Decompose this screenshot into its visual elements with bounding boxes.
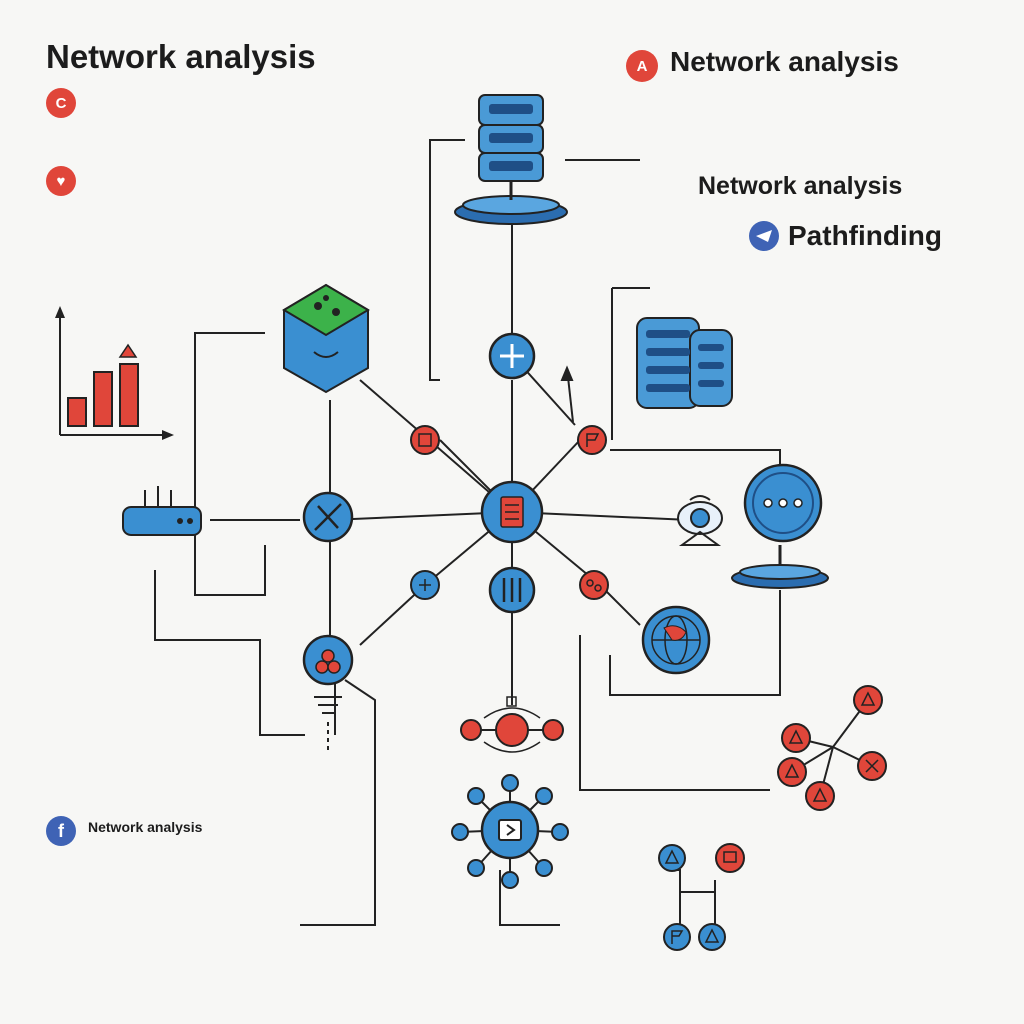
pathfinding-title: Pathfinding xyxy=(788,220,942,251)
small-node-red-upper-left xyxy=(410,425,440,455)
bottom-left-title: Network analysis xyxy=(88,819,203,835)
webcam-icon xyxy=(677,495,723,546)
mini-network-icon xyxy=(658,843,745,951)
green-cube-icon xyxy=(282,283,370,394)
bars-node xyxy=(488,566,536,614)
small-node-blue-lower-left xyxy=(410,570,440,600)
right-title-2: Network analysis xyxy=(698,172,903,200)
right-title-1: Network analysis xyxy=(670,46,899,77)
hub-icon xyxy=(451,774,569,889)
tool-node xyxy=(302,491,354,543)
server-stack-icon xyxy=(454,94,568,225)
router-icon xyxy=(122,486,202,536)
badge-a-icon: A xyxy=(626,50,658,82)
connector-lines xyxy=(154,139,781,926)
bar-chart-icon xyxy=(55,306,174,440)
small-node-red-lower-right xyxy=(579,570,609,600)
people-node xyxy=(302,634,354,750)
chat-bubble-icon xyxy=(731,463,829,589)
plus-node xyxy=(488,332,536,380)
triangle-cluster-icon xyxy=(777,685,887,811)
page-title: Network analysis xyxy=(46,38,316,75)
database-stack-icon xyxy=(636,317,733,409)
globe-icon xyxy=(641,605,711,675)
facebook-icon: f xyxy=(46,816,76,846)
central-server-node xyxy=(480,480,544,544)
flow-node xyxy=(460,696,564,753)
small-node-red-upper-right xyxy=(577,425,607,455)
pathfinding-badge-icon xyxy=(749,221,779,251)
hiker-icon: ♥ xyxy=(46,166,76,196)
badge-c-icon: C xyxy=(46,88,76,118)
